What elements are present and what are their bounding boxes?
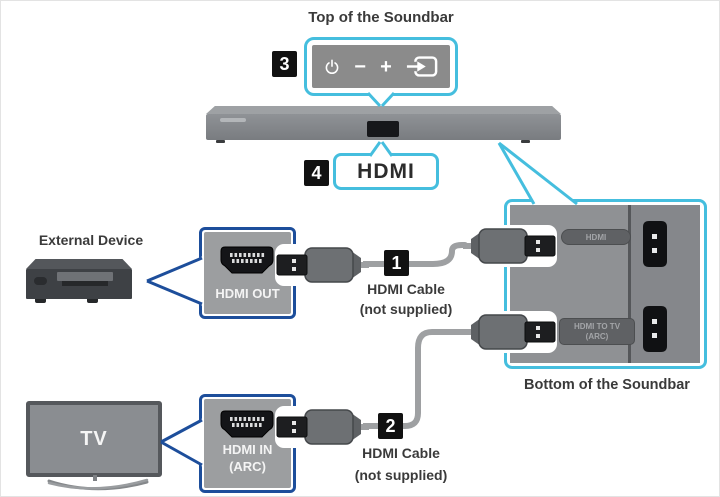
device-foot-left (35, 299, 46, 303)
soundbar-foot-left (216, 140, 225, 143)
hdmi-in-port-icon (220, 410, 274, 438)
hdmi-connector-in (273, 403, 369, 451)
top-of-soundbar-title: Top of the Soundbar (308, 9, 454, 26)
callout-pointer-external-device (146, 256, 203, 306)
step-badge-1: 1 (384, 250, 409, 276)
device-foot-right (87, 299, 98, 303)
soundbar-top-face (206, 106, 561, 114)
step-badge-2: 2 (378, 413, 403, 439)
device-power-button (34, 277, 47, 285)
hdmi-display-label: HDMI (357, 159, 415, 183)
cable2-label-line1: HDMI Cable (362, 445, 440, 461)
callout-pointer-top-panel (366, 91, 396, 108)
soundbar-display (367, 121, 399, 137)
hdmi-connector-panel-2 (463, 308, 559, 356)
hdmi-port-2-label-line2: (ARC) (585, 331, 609, 341)
hdmi-cable-1-path (356, 242, 468, 267)
power-icon (324, 59, 340, 75)
hdmi-port-1-icon (641, 219, 669, 269)
hdmi-cable-2-path (352, 329, 468, 429)
device-disc-tray (57, 272, 113, 281)
volume-minus-icon: − (354, 55, 366, 78)
step-badge-4: 4 (304, 160, 329, 186)
callout-pointer-display (368, 140, 394, 157)
soundbar-foot-right (521, 140, 530, 143)
hdmi-out-port-icon (220, 246, 274, 274)
device-tray-slot (62, 281, 108, 286)
hdmi-display-callout-box: HDMI (333, 153, 439, 190)
tv-label: TV (80, 427, 108, 450)
device-top-face (26, 259, 132, 269)
samsung-logo (220, 118, 246, 122)
source-icon (406, 55, 438, 78)
cable1-label-line1: HDMI Cable (367, 281, 445, 297)
bottom-of-soundbar-label: Bottom of the Soundbar (524, 377, 690, 393)
external-device-label: External Device (38, 232, 144, 248)
hdmi-in-label-line1: HDMI IN (222, 442, 273, 457)
hdmi-port-1-label-pill: HDMI (561, 229, 631, 245)
hdmi-port-1-label: HDMI (585, 232, 607, 242)
hdmi-connector-panel-1 (463, 222, 559, 270)
hdmi-port-2-label-pill: HDMI TO TV (ARC) (559, 318, 635, 345)
soundbar-control-panel: − + (312, 45, 450, 88)
hdmi-in-label-line2: (ARC) (229, 459, 266, 474)
hdmi-port-2-icon (641, 304, 669, 354)
hdmi-out-label: HDMI OUT (215, 286, 280, 301)
volume-plus-icon: + (380, 55, 392, 78)
hdmi-port-2-label-line1: HDMI TO TV (573, 321, 621, 331)
step-badge-3: 3 (272, 51, 297, 77)
cable1-label-line2: (not supplied) (359, 301, 453, 317)
hdmi-connector-out (273, 241, 369, 289)
callout-pointer-bottom-panel (497, 141, 578, 206)
callout-pointer-tv (160, 418, 203, 467)
cable2-label-line2: (not supplied) (354, 467, 448, 483)
tv-stand-icon (31, 475, 171, 495)
